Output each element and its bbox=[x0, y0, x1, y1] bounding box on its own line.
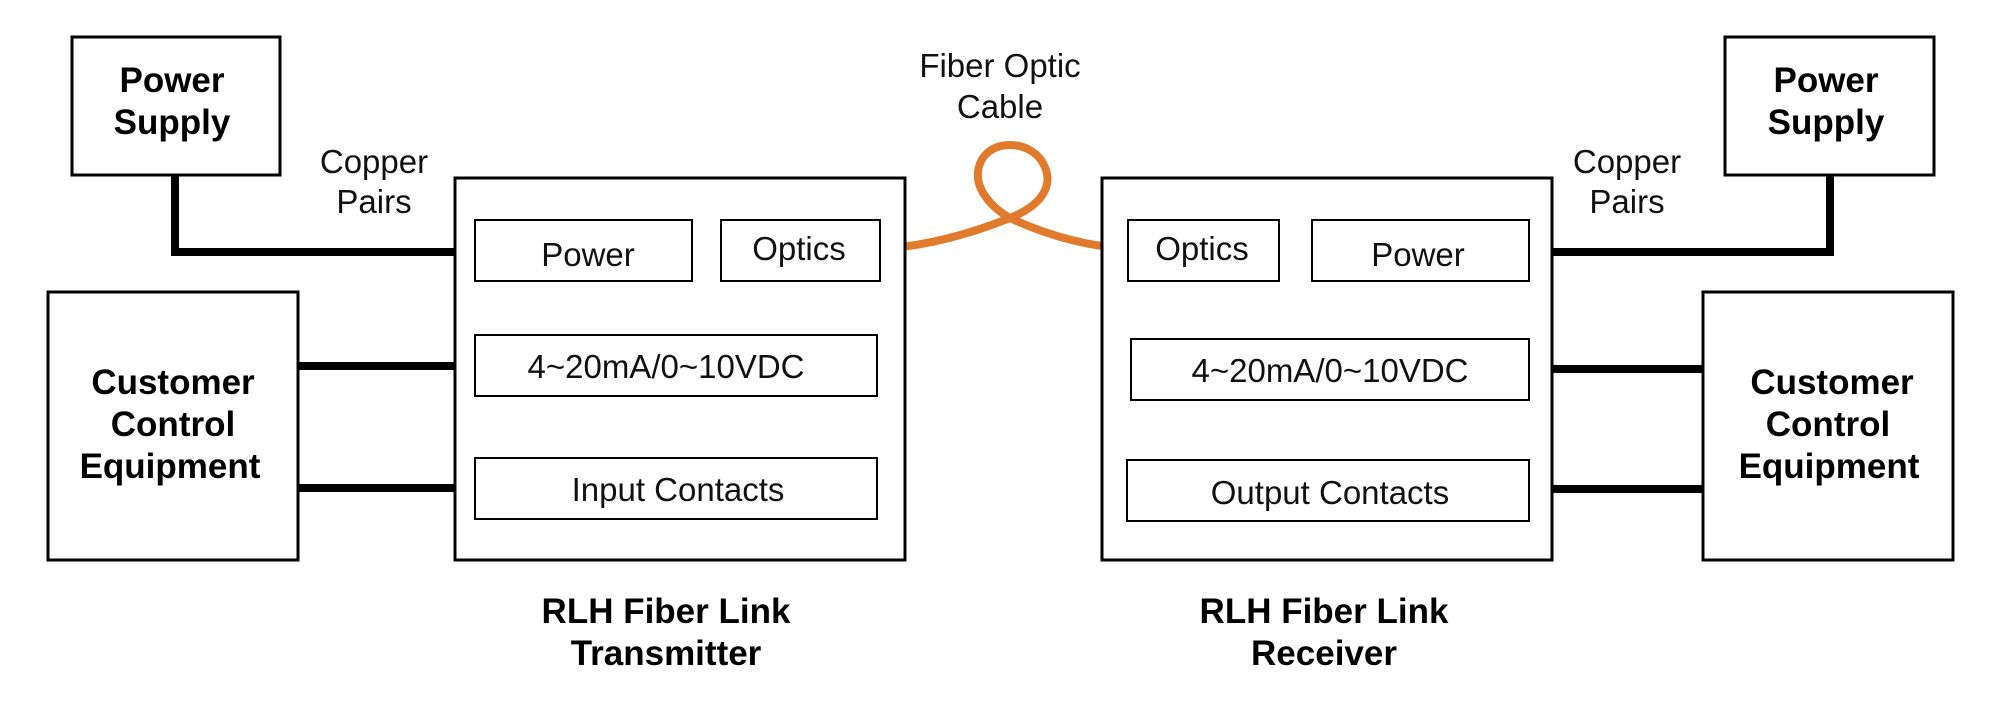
left-copper-pairs-label-line1: Copper bbox=[320, 143, 428, 180]
transmitter-power-label: Power bbox=[541, 236, 635, 273]
transmitter-optics-port bbox=[720, 219, 881, 282]
left-customer-equipment-line1: Customer bbox=[91, 363, 255, 402]
transmitter-caption-line2: Transmitter bbox=[571, 634, 762, 673]
right-customer-equipment-line3: Equipment bbox=[1739, 447, 1920, 486]
right-copper-pairs-label-line1: Copper bbox=[1573, 143, 1681, 180]
receiver-analog-label: 4~20mA/0~10VDC bbox=[1191, 352, 1468, 389]
right-customer-equipment-line2: Control bbox=[1766, 405, 1890, 444]
transmitter-power-port bbox=[474, 219, 693, 282]
left-power-supply: Power Supply bbox=[70, 35, 282, 177]
receiver-optics-port bbox=[1127, 219, 1280, 282]
receiver-contacts-label: Output Contacts bbox=[1211, 474, 1449, 511]
transmitter-caption-line1: RLH Fiber Link bbox=[542, 592, 791, 631]
transmitter-optics-label: Optics bbox=[752, 230, 846, 267]
transmitter-contacts-port bbox=[474, 457, 878, 520]
receiver-contacts-port bbox=[1126, 459, 1530, 522]
right-power-wire bbox=[1527, 175, 1834, 256]
left-customer-equipment: Customer Control Equipment bbox=[46, 290, 300, 562]
fiber-cable-label-line2: Cable bbox=[957, 88, 1043, 125]
receiver-power-port bbox=[1311, 219, 1530, 282]
fiber-cable-label-line1: Fiber Optic bbox=[919, 47, 1080, 84]
left-power-supply-label-line1: Power bbox=[119, 61, 224, 100]
receiver-analog-port bbox=[1130, 338, 1530, 401]
right-copper-pairs-label-line2: Pairs bbox=[1589, 183, 1664, 220]
fiber-optic-cable bbox=[876, 140, 1134, 253]
right-customer-equipment: Customer Control Equipment bbox=[1701, 290, 1955, 562]
right-power-supply: Power Supply bbox=[1723, 35, 1936, 177]
left-copper-pairs-label-line2: Pairs bbox=[336, 183, 411, 220]
receiver-power-label: Power bbox=[1371, 236, 1465, 273]
receiver-caption-line2: Receiver bbox=[1251, 634, 1397, 673]
transmitter-unit: Power Optics 4~20mA/0~10VDC Input Contac… bbox=[453, 176, 907, 562]
left-customer-equipment-line3: Equipment bbox=[80, 447, 261, 486]
receiver-optics-label: Optics bbox=[1155, 230, 1249, 267]
right-customer-equipment-line1: Customer bbox=[1750, 363, 1914, 402]
transmitter-contacts-label: Input Contacts bbox=[572, 471, 785, 508]
left-power-supply-label-line2: Supply bbox=[114, 103, 231, 142]
receiver-caption-line1: RLH Fiber Link bbox=[1200, 592, 1449, 631]
transmitter-analog-label: 4~20mA/0~10VDC bbox=[527, 348, 804, 385]
left-power-wire bbox=[171, 175, 475, 256]
receiver-unit: Optics Power 4~20mA/0~10VDC Output Conta… bbox=[1100, 176, 1554, 562]
right-power-supply-label-line1: Power bbox=[1773, 61, 1878, 100]
left-customer-equipment-line2: Control bbox=[111, 405, 235, 444]
transmitter-analog-port bbox=[474, 334, 878, 397]
right-power-supply-label-line2: Supply bbox=[1768, 103, 1885, 142]
